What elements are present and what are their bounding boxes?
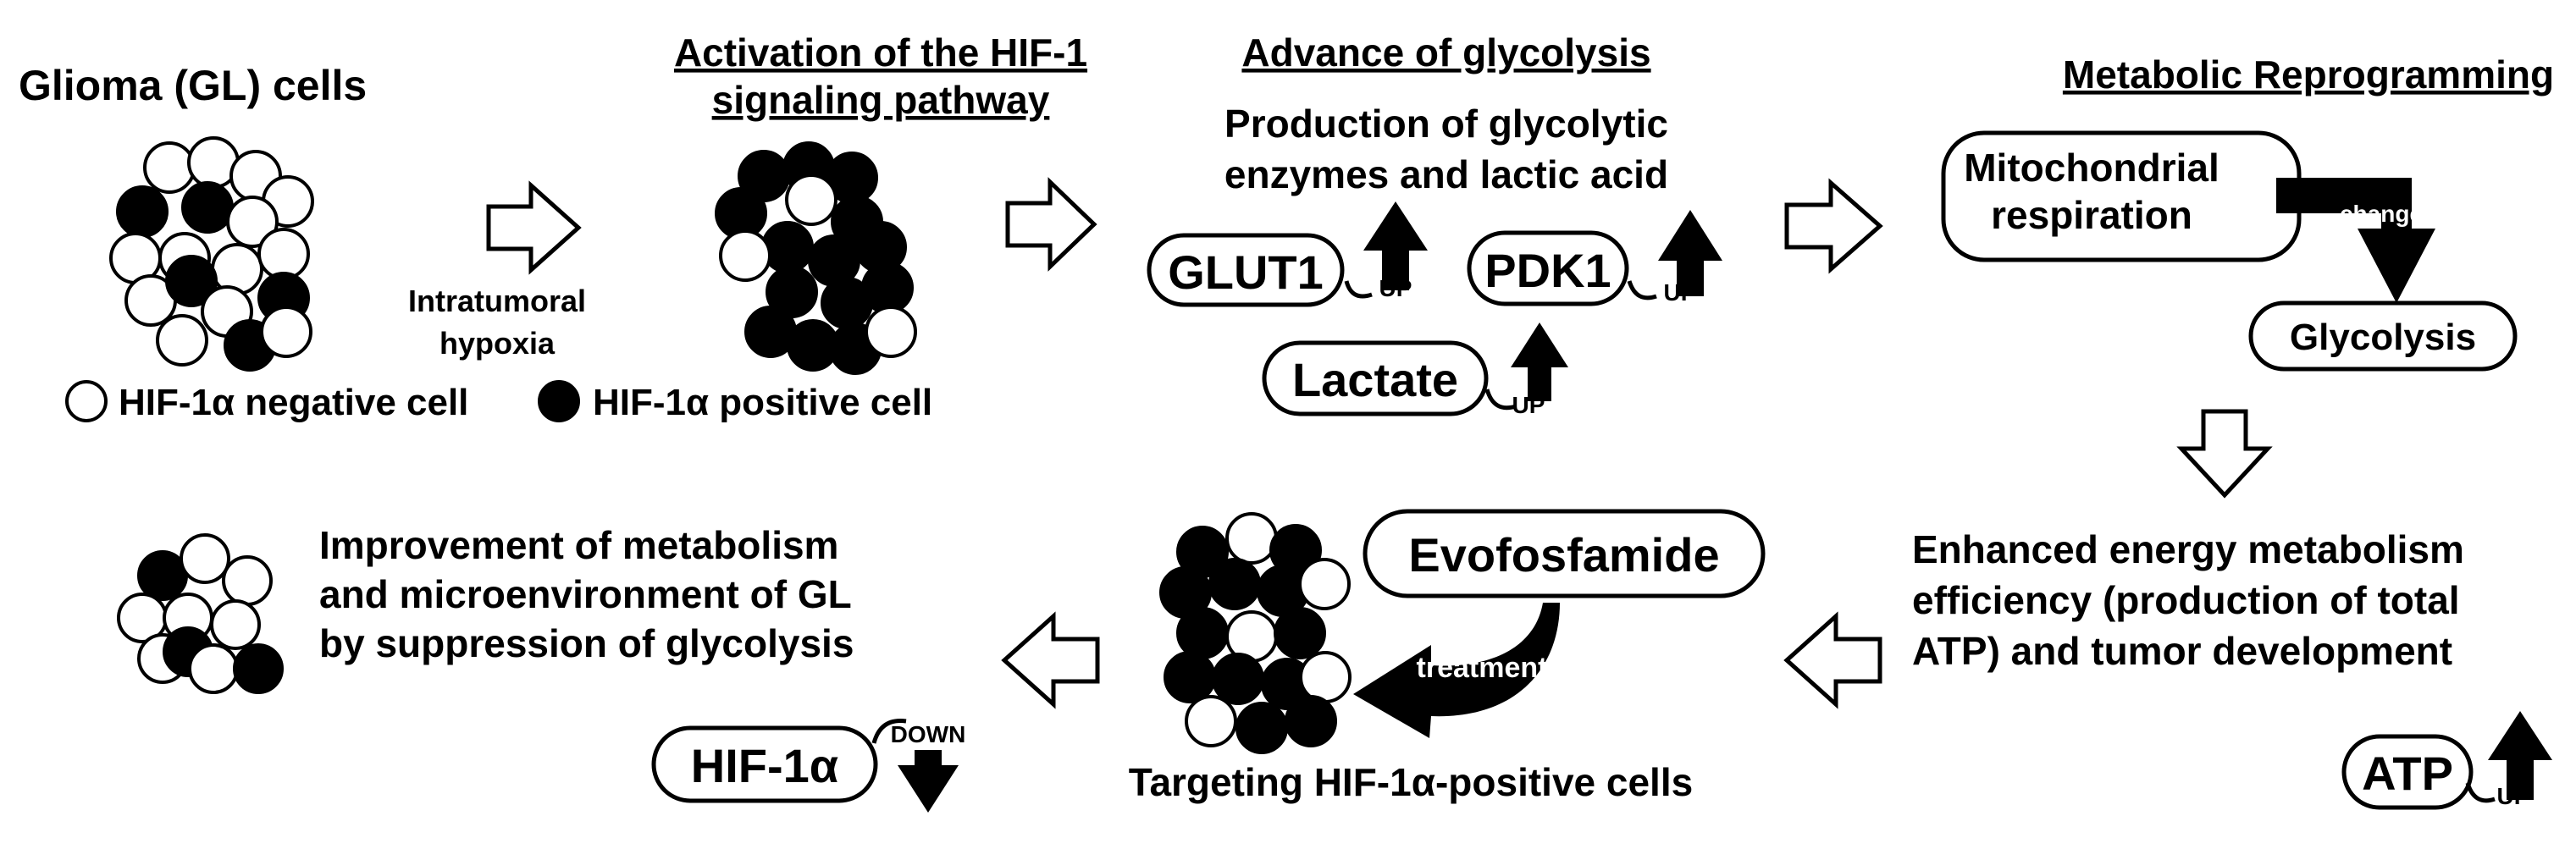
lactate-box — [1262, 340, 1489, 416]
glioma-cell-cluster — [109, 136, 314, 372]
hif1a-positive-cell — [861, 262, 914, 314]
hypoxia-label-line2: hypoxia — [439, 326, 556, 361]
hif1a-positive-cell — [1176, 607, 1229, 659]
hif1a-negative-cell — [210, 599, 261, 650]
production-line1: Production of glycolytic — [1224, 102, 1668, 146]
hif1a-negative-cell — [785, 174, 837, 226]
hif1a-negative-cell — [260, 306, 312, 358]
atp-label: ATP — [2362, 747, 2453, 800]
improvement-line3: by suppression of glycolysis — [319, 621, 854, 665]
pdk1-curve-icon — [1627, 280, 1657, 300]
hif1a-positive-cell — [181, 181, 234, 234]
glut1-up-arrow — [1363, 201, 1428, 290]
flow-arrow-right-1 — [486, 180, 582, 275]
improvement-line1: Improvement of metabolism — [319, 523, 838, 567]
hif1a-negative-cell — [257, 228, 310, 280]
hif1a-negative-cell — [719, 229, 771, 282]
flow-arrow-left-1 — [1783, 611, 1882, 709]
hif1a-negative-cell — [188, 643, 239, 694]
hif1a-positive-cell — [1164, 651, 1216, 703]
change-elbow-arrow — [2276, 178, 2435, 303]
pdk1-label: PDK1 — [1484, 244, 1611, 297]
hif1a-negative-cell — [1225, 512, 1278, 565]
glut1-curve-icon — [1344, 280, 1373, 299]
atp-box — [2341, 734, 2474, 810]
lactate-up-label: UP — [1512, 392, 1545, 418]
hif1a-label: HIF-1α — [691, 739, 838, 792]
mito-label-line1: Mitochondrial — [1964, 146, 2219, 190]
hif1a-box — [651, 725, 878, 803]
pdk1-up-label: UP — [1664, 279, 1697, 306]
treatment-label: treatment — [1417, 652, 1548, 684]
evofosfamide-label: Evofosfamide — [1408, 528, 1719, 582]
title-reprogramming: Metabolic Reprogramming — [2063, 52, 2554, 96]
flow-arrow-left-2 — [1001, 611, 1100, 709]
glut1-up-label: UP — [1379, 275, 1412, 301]
glycolysis-box — [2248, 300, 2518, 372]
energy-line1: Enhanced energy metabolism — [1912, 527, 2464, 571]
glycolysis-label: Glycolysis — [2290, 317, 2476, 358]
title-activation-line2: signaling pathway — [712, 78, 1050, 122]
hif1a-positive-cell — [1285, 695, 1337, 747]
atp-curve-icon — [2465, 782, 2496, 803]
hif1a-positive-cell — [1274, 607, 1326, 659]
hif1a-down-arrow — [898, 750, 959, 813]
hif1a-positive-cell — [233, 643, 284, 694]
activated-cell-cluster — [715, 141, 917, 375]
energy-line3: ATP) and tumor development — [1912, 629, 2452, 673]
hif1a-negative-cell — [1298, 558, 1351, 610]
mito-label-line2: respiration — [1991, 193, 2192, 237]
title-activation-line1: Activation of the HIF-1 — [674, 30, 1087, 74]
hypoxia-label-line1: Intratumoral — [408, 284, 586, 318]
hif1a-negative-cell — [226, 196, 279, 248]
lactate-label: Lactate — [1292, 353, 1458, 406]
hif1a-positive-cell — [1208, 558, 1261, 610]
flow-arrow-right-2 — [1005, 177, 1097, 272]
hif1a-curve-icon — [871, 719, 907, 744]
legend-negative-swatch — [65, 380, 108, 422]
hif1a-negative-cell — [1185, 695, 1237, 747]
hif1a-positive-cell — [116, 185, 169, 238]
hif1a-negative-cell — [156, 314, 208, 367]
hif1a-positive-cell — [761, 221, 814, 273]
hif1a-positive-cell — [1212, 653, 1264, 705]
hif1a-positive-cell — [1235, 702, 1288, 754]
hif1a-negative-cell — [865, 306, 917, 358]
glut1-label: GLUT1 — [1168, 245, 1324, 299]
glut1-box — [1147, 233, 1345, 307]
legend-negative-label: HIF-1α negative cell — [119, 382, 468, 423]
flow-arrow-down — [2176, 409, 2273, 499]
lactate-up-arrow — [1511, 323, 1568, 401]
atp-up-arrow — [2488, 711, 2552, 800]
hif1a-negative-cell — [180, 533, 230, 584]
change-label: change — [2340, 201, 2423, 227]
legend-positive-swatch — [538, 380, 580, 422]
atp-up-label: UP — [2497, 783, 2530, 809]
treatment-curved-arrow — [1353, 603, 1560, 738]
targeting-label: Targeting HIF-1α-positive cells — [1129, 760, 1693, 804]
hif1a-negative-cell — [1299, 651, 1352, 703]
pdk1-up-arrow — [1658, 210, 1722, 296]
title-glioma: Glioma (GL) cells — [19, 62, 367, 109]
pdk1-box — [1467, 230, 1629, 306]
legend-positive-label: HIF-1α positive cell — [593, 382, 932, 423]
lactate-curve-icon — [1484, 389, 1517, 411]
flow-arrow-right-3 — [1784, 178, 1883, 274]
hif1a-positive-cell — [137, 550, 188, 601]
improved-cell-cluster — [117, 533, 284, 694]
treated-cell-cluster — [1159, 512, 1352, 754]
improvement-line2: and microenvironment of GL — [319, 572, 852, 616]
hif1a-positive-cell — [165, 255, 218, 307]
hif1a-negative-cell — [222, 555, 273, 606]
hif1a-down-label: DOWN — [891, 721, 966, 747]
evofosfamide-box — [1363, 509, 1766, 598]
hif1a-negative-cell — [143, 141, 196, 194]
title-glycolysis-advance: Advance of glycolysis — [1241, 30, 1650, 74]
production-line2: enzymes and lactic acid — [1224, 152, 1668, 196]
energy-line2: efficiency (production of total — [1912, 578, 2460, 622]
